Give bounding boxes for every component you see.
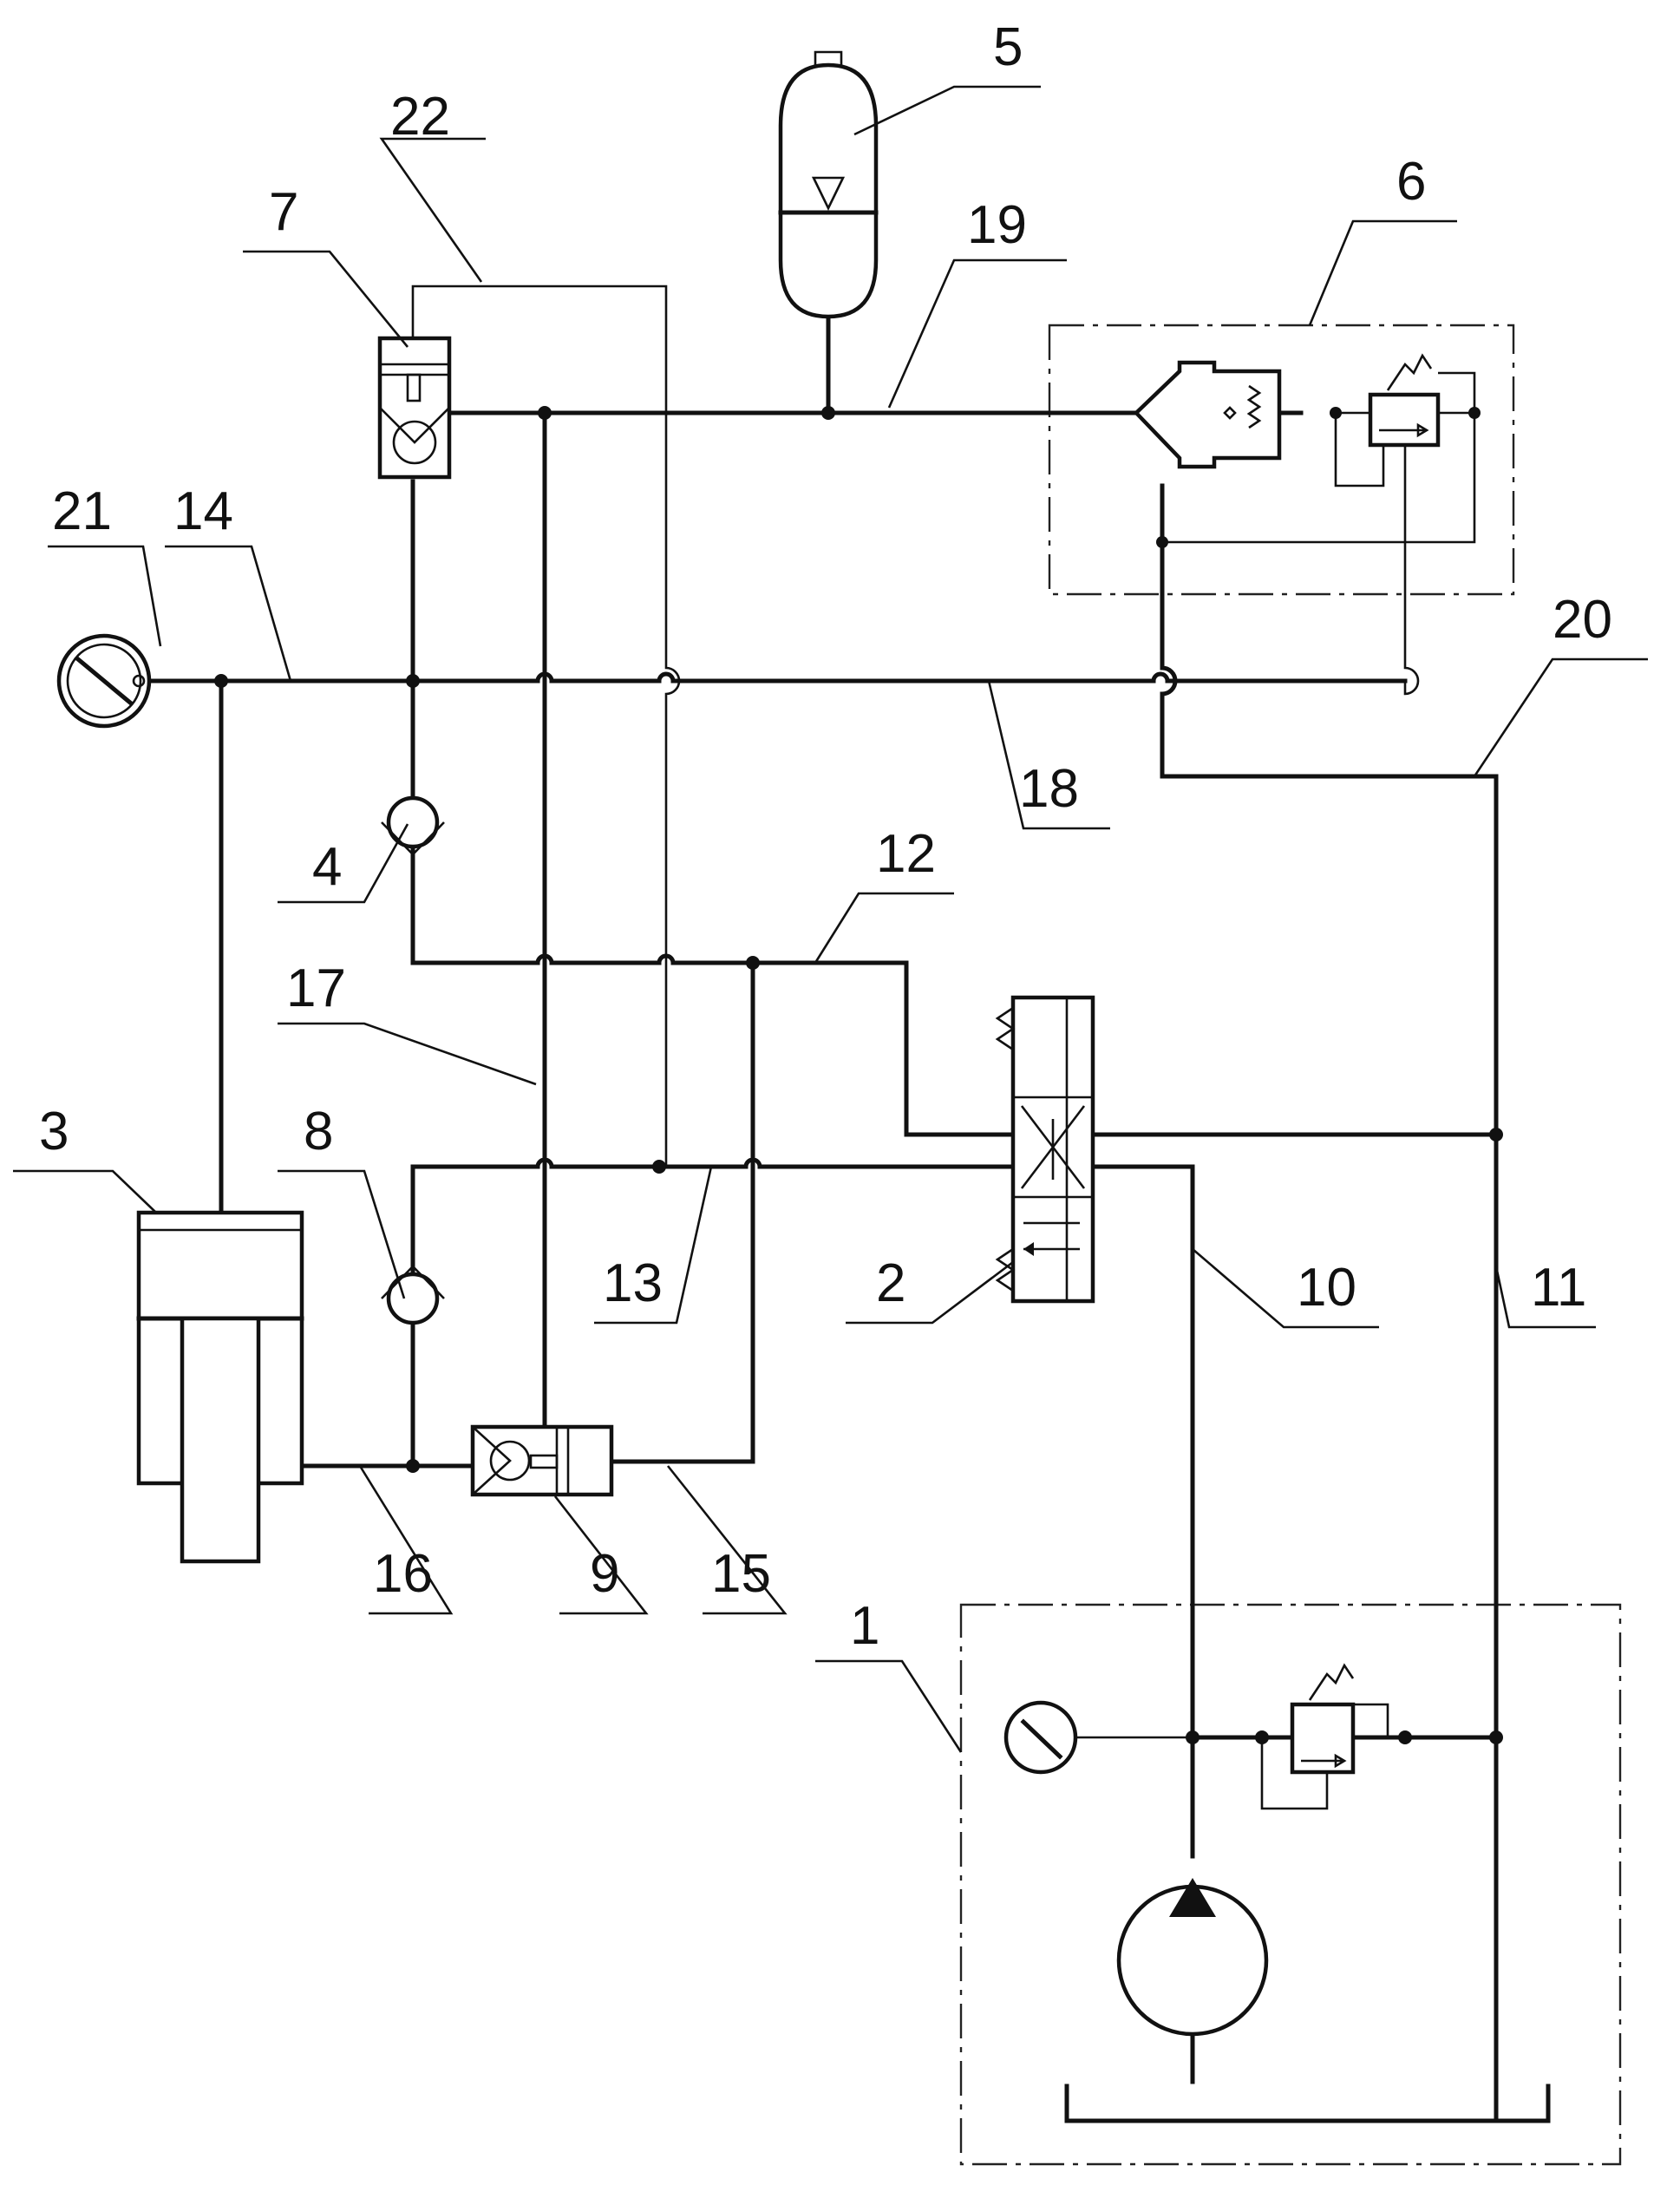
label-9: 9 (590, 1544, 619, 1604)
relief-valve-unit-enclosure (1049, 325, 1513, 594)
line-20-path (1162, 486, 1496, 776)
label-12: 12 (876, 824, 936, 884)
label-4: 4 (312, 837, 342, 897)
check-valve-a-symbol (382, 798, 444, 854)
label-14: 14 (173, 481, 233, 541)
label-20: 20 (1553, 590, 1612, 650)
pump-relief-drain (1353, 1704, 1388, 1737)
relief-internal-d (1438, 373, 1474, 413)
label-8: 8 (304, 1102, 333, 1161)
label-7: 7 (269, 182, 298, 242)
pilot-check-valve-top-symbol (380, 338, 449, 477)
label-3: 3 (39, 1102, 69, 1161)
label-11: 11 (1531, 1258, 1586, 1318)
pump-unit-symbol (1006, 1665, 1353, 2034)
label-10: 10 (1297, 1258, 1356, 1318)
label-15: 15 (711, 1544, 771, 1604)
pump-unit-enclosure (961, 1605, 1620, 2164)
label-21: 21 (52, 481, 112, 541)
line-12-path (413, 846, 1496, 1135)
label-16: 16 (373, 1544, 433, 1604)
label-2: 2 (876, 1253, 905, 1313)
label-18: 18 (1019, 759, 1079, 819)
label-13: 13 (603, 1253, 663, 1313)
line-15-path (611, 963, 753, 1462)
cylinder-symbol (139, 1213, 302, 1561)
relief-internal-f (1405, 442, 1418, 694)
check-valve-b-symbol (382, 1266, 444, 1323)
tank (1067, 2086, 1548, 2121)
label-5: 5 (993, 17, 1023, 77)
label-19: 19 (967, 195, 1027, 255)
label-6: 6 (1396, 152, 1426, 212)
line-14-18-path (152, 674, 1405, 681)
pressure-gauge-symbol (59, 636, 149, 726)
accumulator-symbol (781, 52, 876, 317)
directional-valve-symbol (997, 998, 1093, 1301)
label-17: 17 (286, 958, 346, 1018)
pilot-check-valve-bottom-symbol (473, 1427, 611, 1495)
label-1: 1 (850, 1596, 879, 1656)
label-22: 22 (390, 87, 450, 147)
